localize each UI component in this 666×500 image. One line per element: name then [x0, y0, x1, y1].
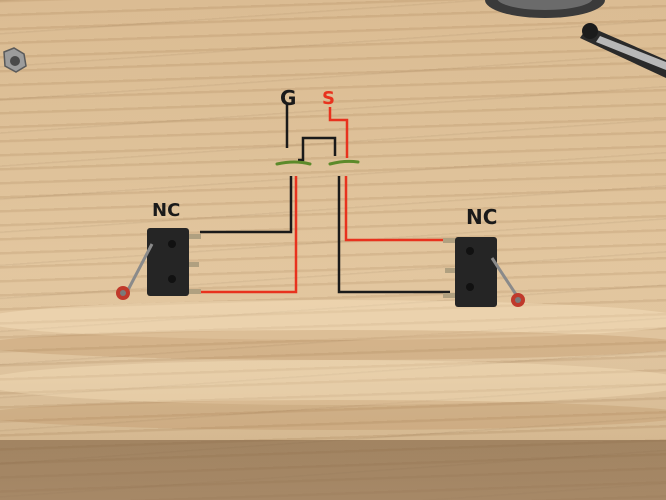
signal-wires — [190, 107, 452, 294]
right-microswitch — [443, 237, 525, 307]
ground-wires — [200, 103, 450, 294]
shadow-band — [0, 440, 666, 500]
wood-grain — [0, 300, 666, 340]
right-switch-label: NC — [466, 205, 498, 229]
wood-grain — [0, 400, 666, 430]
wood-grain — [0, 330, 666, 360]
hex-nut-object — [3, 47, 27, 73]
gear-object — [485, 0, 605, 18]
left-microswitch — [116, 228, 201, 300]
contact-marks — [275, 159, 360, 166]
signal-label: S — [322, 88, 335, 109]
ground-label: G — [280, 86, 297, 110]
wood-grain — [0, 360, 666, 405]
pen-object — [580, 23, 666, 78]
left-switch-label: NC — [152, 200, 181, 221]
